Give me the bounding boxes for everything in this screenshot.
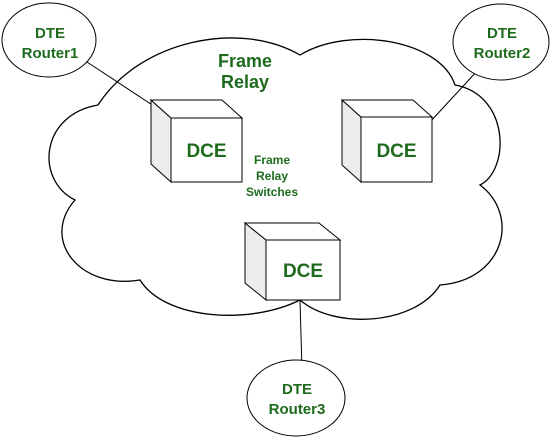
dce-label-3: DCE (283, 261, 323, 282)
cloud-title-line1: Frame (218, 51, 272, 71)
router-1: DTE Router1 (1, 2, 97, 78)
router-3: DTE Router3 (246, 359, 346, 437)
router-2: DTE Router2 (452, 3, 550, 81)
switches-caption-line3: Switches (246, 185, 298, 199)
dce-label-1: DCE (186, 141, 226, 162)
router1-line2: Router1 (22, 45, 79, 62)
link-router2-dce2 (429, 69, 479, 123)
dce-switch-1: DCE (149, 98, 244, 184)
dce-switch-2: DCE (340, 98, 434, 184)
router3-line1: DTE (282, 381, 312, 398)
dce-label-2: DCE (376, 141, 416, 162)
link-router3-dce3 (299, 299, 303, 371)
router2-line2: Router2 (474, 45, 531, 62)
router3-line2: Router3 (269, 401, 326, 418)
switches-caption-line2: Relay (256, 169, 288, 183)
dce-switch-3: DCE (243, 221, 342, 302)
switches-caption-line1: Frame (254, 153, 290, 167)
router2-line1: DTE (487, 25, 517, 42)
router1-line1: DTE (35, 25, 65, 42)
cloud-title-line2: Relay (221, 72, 269, 92)
